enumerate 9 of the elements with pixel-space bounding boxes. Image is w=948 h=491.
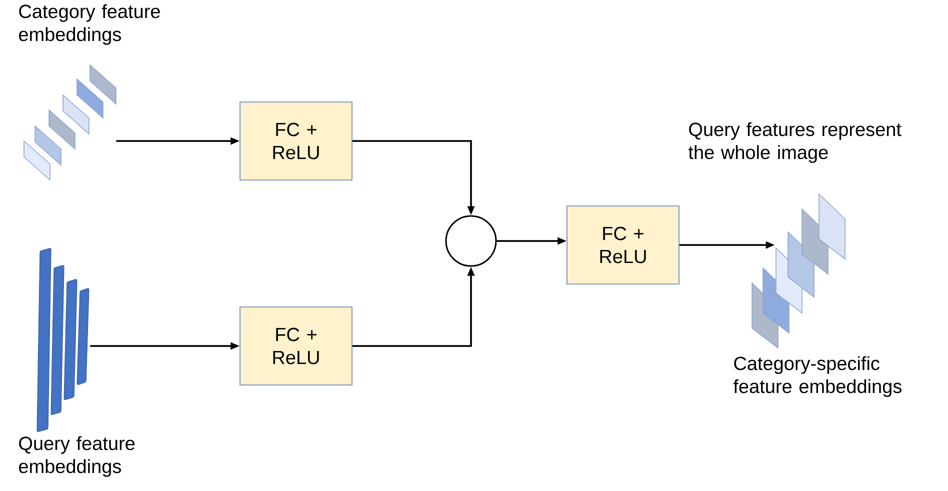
caption-text: Category feature embeddings	[19, 4, 160, 45]
embedding-stack-drawing	[36, 248, 90, 432]
caption-text: Category-specific feature embeddings	[733, 356, 902, 397]
sum-circle	[445, 215, 497, 267]
process-box: FC + ReLU	[240, 306, 352, 386]
process-box: FC + ReLU	[566, 206, 680, 284]
caption-text: Query features represent the whole image	[688, 122, 902, 163]
process-box: FC + ReLU	[240, 102, 352, 180]
caption-text: Query feature embeddings	[19, 436, 135, 477]
